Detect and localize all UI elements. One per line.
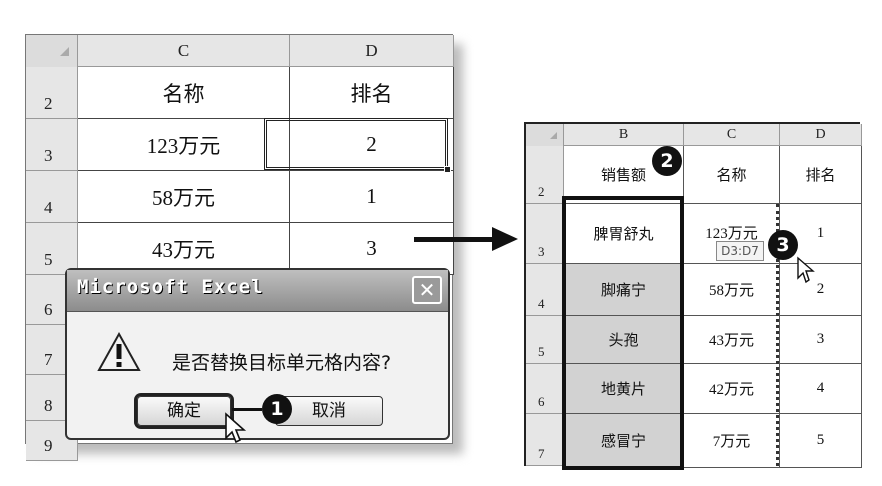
row-header-6[interactable]: 6 bbox=[526, 364, 564, 414]
cell-c5[interactable]: 43万元 bbox=[78, 223, 290, 275]
arrow-right-icon bbox=[414, 237, 496, 242]
row-header-5[interactable]: 5 bbox=[26, 223, 78, 275]
dialog-titlebar[interactable] bbox=[67, 270, 448, 312]
row-header-3[interactable]: 3 bbox=[526, 204, 564, 264]
warning-icon bbox=[97, 331, 141, 371]
cell-d6[interactable]: 4 bbox=[780, 364, 862, 414]
cell-c3[interactable]: 123万元 bbox=[684, 204, 780, 264]
dialog-title: Microsoft Excel bbox=[77, 276, 264, 298]
row-header-5[interactable]: 5 bbox=[526, 316, 564, 364]
cell-d4[interactable]: 2 bbox=[780, 264, 862, 316]
cell-d2[interactable]: 排名 bbox=[290, 67, 454, 119]
step-1-connector bbox=[232, 408, 262, 411]
replace-confirm-dialog: Microsoft Excel ✕ 是否替换目标单元格内容? 确定 取消 bbox=[65, 268, 450, 440]
row-header-7[interactable]: 7 bbox=[526, 414, 564, 466]
select-all-corner[interactable] bbox=[26, 35, 78, 67]
cell-b4[interactable]: 脚痛宁 bbox=[564, 264, 684, 316]
range-tooltip: D3:D7 bbox=[716, 241, 764, 261]
cell-c2[interactable]: 名称 bbox=[78, 67, 290, 119]
cell-d5[interactable]: 3 bbox=[290, 223, 454, 275]
selected-cell-d3-outline bbox=[264, 118, 448, 170]
cell-c6[interactable]: 42万元 bbox=[684, 364, 780, 414]
selection-range-b3-b7 bbox=[562, 196, 684, 470]
select-all-triangle-icon bbox=[60, 47, 69, 56]
cell-c4[interactable]: 58万元 bbox=[78, 171, 290, 223]
column-header-bar bbox=[26, 35, 454, 67]
select-all-corner[interactable] bbox=[526, 124, 564, 146]
row-header-4[interactable]: 4 bbox=[26, 171, 78, 223]
cell-d4[interactable]: 1 bbox=[290, 171, 454, 223]
row-header-4[interactable]: 4 bbox=[526, 264, 564, 316]
select-all-triangle-icon bbox=[550, 132, 557, 139]
cell-d3[interactable]: 2 bbox=[290, 119, 454, 171]
cell-d7[interactable]: 5 bbox=[780, 414, 862, 468]
cell-c7[interactable]: 7万元 bbox=[684, 414, 780, 468]
cell-b3[interactable]: 脾胃舒丸 bbox=[564, 204, 684, 264]
left-spreadsheet: C D 2 3 4 5 6 7 8 9 名称 排名 123万元 2 58万元 1… bbox=[25, 34, 454, 461]
cell-d5[interactable]: 3 bbox=[780, 316, 862, 364]
column-header-c[interactable]: C bbox=[78, 35, 290, 67]
column-header-d[interactable]: D bbox=[780, 124, 862, 146]
mouse-cursor-icon-right bbox=[797, 256, 815, 284]
arrow-head-icon bbox=[492, 227, 518, 251]
cell-b6[interactable]: 地黄片 bbox=[564, 364, 684, 414]
column-header-d[interactable]: D bbox=[290, 35, 454, 67]
cancel-button[interactable]: 取消 bbox=[275, 396, 383, 426]
step-badge-2: 2 bbox=[652, 146, 682, 176]
close-icon: ✕ bbox=[418, 278, 436, 302]
cell-d2[interactable]: 排名 bbox=[780, 146, 862, 204]
column-header-bar bbox=[526, 124, 862, 146]
drag-target-outline bbox=[776, 204, 779, 466]
dialog-close-button[interactable]: ✕ bbox=[412, 276, 442, 304]
cell-c2[interactable]: 名称 bbox=[684, 146, 780, 204]
right-spreadsheet: B C D 2 3 4 5 6 7 销售额 名称 排名 脾胃舒丸 123万元 1… bbox=[524, 122, 862, 470]
cell-c5[interactable]: 43万元 bbox=[684, 316, 780, 364]
step-badge-1: 1 bbox=[262, 394, 292, 424]
cell-b5[interactable]: 头孢 bbox=[564, 316, 684, 364]
column-header-c[interactable]: C bbox=[684, 124, 780, 146]
row-header-3[interactable]: 3 bbox=[26, 119, 78, 171]
dialog-message: 是否替换目标单元格内容? bbox=[172, 352, 392, 374]
mouse-cursor-icon bbox=[225, 412, 247, 444]
fill-handle[interactable] bbox=[444, 166, 451, 173]
row-header-2[interactable]: 2 bbox=[26, 67, 78, 119]
ok-button[interactable]: 确定 bbox=[137, 396, 231, 426]
cell-c3[interactable]: 123万元 bbox=[78, 119, 290, 171]
cell-c4[interactable]: 58万元 bbox=[684, 264, 780, 316]
step-badge-3: 3 bbox=[768, 230, 798, 260]
column-header-b[interactable]: B bbox=[564, 124, 684, 146]
row-header-2[interactable]: 2 bbox=[526, 146, 564, 204]
